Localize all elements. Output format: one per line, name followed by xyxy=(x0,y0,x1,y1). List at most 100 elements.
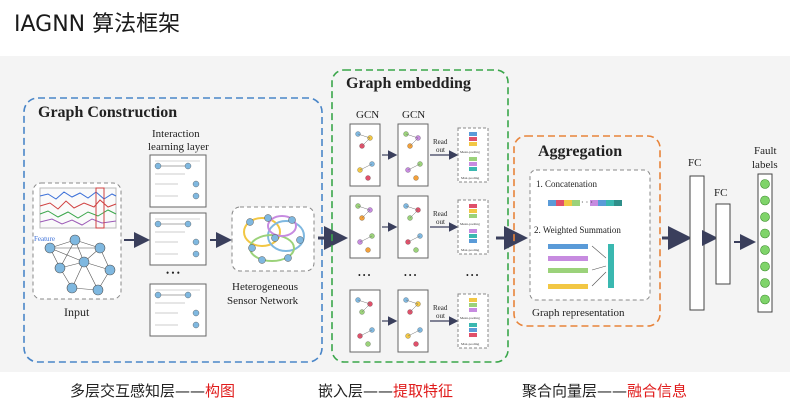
gcn-edge xyxy=(409,137,419,147)
readout-label-line2: out xyxy=(436,146,445,154)
fc-layer-2 xyxy=(715,203,731,285)
pooled-feature xyxy=(469,204,477,208)
pooled-feature xyxy=(469,323,477,327)
pooled-feature xyxy=(469,308,477,312)
weighted-summation-vectors xyxy=(548,244,614,289)
gcn-label-2: GCN xyxy=(402,109,425,121)
pooled-feature xyxy=(469,214,477,218)
pooled-feature xyxy=(469,328,477,332)
gcn-edge xyxy=(357,299,371,305)
gcn-block xyxy=(397,123,429,187)
pooled-feature xyxy=(469,167,477,171)
mean-pooling-label: Mean-pooling xyxy=(460,150,480,154)
pooling-block xyxy=(457,199,489,255)
readout-label-line1: Read xyxy=(433,304,448,312)
gcn-edge xyxy=(407,329,421,337)
fault-label-line1: Fault xyxy=(754,145,777,157)
gcn-edge xyxy=(407,235,421,243)
caption-construction: 多层交互感知层——构图 xyxy=(70,380,235,401)
interaction-label-line2: learning layer xyxy=(148,141,209,153)
pooled-feature xyxy=(469,234,477,238)
gcn-edge xyxy=(357,205,371,211)
gcn-edge xyxy=(359,329,373,337)
gcn-edge xyxy=(405,299,419,305)
slide-title: IAGNN 算法框架 xyxy=(14,12,181,37)
feature-label: Feature xyxy=(34,235,55,243)
embedding-ellipsis-3: • • • xyxy=(466,271,479,280)
fault-label-node xyxy=(760,179,770,189)
fault-label-node xyxy=(760,212,770,222)
pooled-feature xyxy=(469,162,477,166)
gcn-node xyxy=(413,175,419,181)
gcn-block xyxy=(349,123,381,187)
gcn-node xyxy=(365,341,371,347)
mean-pooling-label: Mean-pooling xyxy=(460,222,480,226)
fc-layer-1 xyxy=(689,175,705,311)
gcn-edge xyxy=(361,137,371,147)
pooled-feature xyxy=(469,333,477,337)
caption-embedding-text: 嵌入层—— xyxy=(318,382,394,400)
caption-aggregation-highlight: 融合信息 xyxy=(627,382,688,400)
interaction-label-line1: Interaction xyxy=(152,128,200,140)
caption-construction-text: 多层交互感知层—— xyxy=(70,382,206,400)
aggregation-item-1: 1. Concatenation xyxy=(536,179,597,189)
graph-construction-title: Graph Construction xyxy=(38,104,177,121)
gcn-edge xyxy=(359,163,373,171)
gcn-edge xyxy=(357,133,371,139)
max-pooling-label: Max-pooling xyxy=(461,342,480,346)
pooling-block xyxy=(457,293,489,349)
fault-label-node xyxy=(760,294,770,305)
aggregation-inner-panel xyxy=(529,169,651,301)
pooled-feature xyxy=(469,298,477,302)
gcn-node xyxy=(365,247,371,253)
mean-pooling-label: Mean-pooling xyxy=(460,316,480,320)
input-graph xyxy=(44,234,116,296)
gcn-block xyxy=(349,195,381,259)
readout-label-line1: Read xyxy=(433,138,448,146)
pooled-feature xyxy=(469,157,477,161)
gcn-edge xyxy=(407,163,421,171)
graph-embedding-title: Graph embedding xyxy=(346,75,471,92)
interaction-card-1 xyxy=(149,154,207,208)
interaction-ellipsis: • • • xyxy=(166,268,180,278)
pooled-feature xyxy=(469,132,477,136)
gcn-edge xyxy=(361,303,371,313)
embedding-ellipsis-2: • • • xyxy=(404,271,417,280)
pooled-feature xyxy=(469,142,477,146)
max-pooling-label: Max-pooling xyxy=(461,176,480,180)
concatenation-dots: · · · xyxy=(581,198,593,207)
fault-label-node xyxy=(760,278,770,288)
caption-construction-highlight: 构图 xyxy=(205,382,236,400)
pooled-feature xyxy=(469,137,477,141)
sensor-signal-plot xyxy=(39,187,117,229)
fault-label-nodes xyxy=(760,179,770,305)
gcn-node xyxy=(413,341,419,347)
caption-aggregation: 聚合向量层——融合信息 xyxy=(522,380,687,401)
fault-label-node xyxy=(760,261,770,272)
pooled-feature xyxy=(469,239,477,243)
fault-label-line2: labels xyxy=(752,159,778,171)
fc-label-1: FC xyxy=(688,157,701,169)
max-pooling-label: Max-pooling xyxy=(461,248,480,252)
gcn-node xyxy=(365,175,371,181)
gcn-label-1: GCN xyxy=(356,109,379,121)
gcn-edge xyxy=(359,235,373,243)
hetero-label-line2: Sensor Network xyxy=(227,295,299,307)
interaction-card-3 xyxy=(149,283,207,337)
embedding-ellipsis-1: • • • xyxy=(358,271,371,280)
gcn-edge xyxy=(409,303,419,313)
graph-embedding-panel xyxy=(331,69,509,363)
gcn-block xyxy=(397,289,429,353)
aggregation-title: Aggregation xyxy=(538,143,622,160)
interaction-card-2 xyxy=(149,212,207,266)
hetero-label-line1: Heterogeneous xyxy=(232,281,298,293)
gcn-edge xyxy=(361,209,371,219)
input-label: Input xyxy=(64,305,90,319)
aggregation-footer: Graph representation xyxy=(532,307,625,319)
fault-label-column xyxy=(757,173,773,313)
gcn-block xyxy=(349,289,381,353)
pooling-block xyxy=(457,127,489,183)
gcn-block xyxy=(397,195,429,259)
